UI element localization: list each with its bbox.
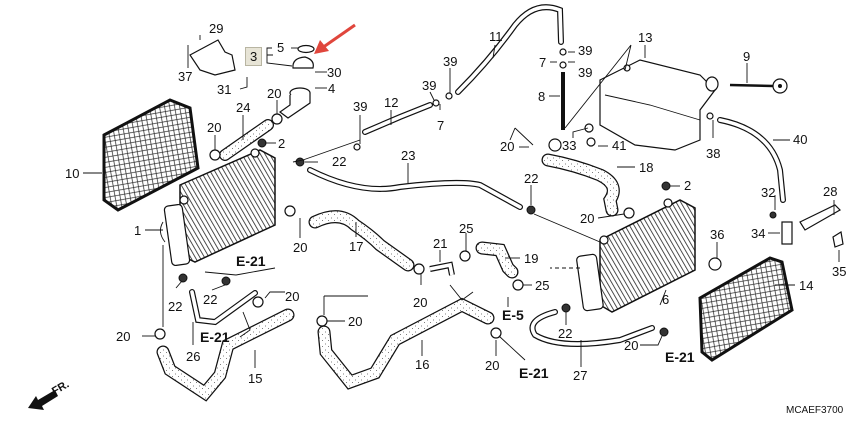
callout-20: 20 bbox=[267, 86, 282, 101]
reserve-tank bbox=[599, 59, 719, 151]
highlighted-part-3[interactable]: 3 bbox=[245, 47, 263, 66]
callout-28: 28 bbox=[823, 184, 838, 199]
callout-31: 31 bbox=[217, 82, 232, 97]
highlight-arrow bbox=[314, 23, 356, 54]
bracket-28 bbox=[799, 204, 841, 231]
callout-22: 22 bbox=[168, 299, 183, 314]
callout-7: 7 bbox=[539, 55, 547, 70]
filler-neck bbox=[278, 87, 311, 119]
callout-20: 20 bbox=[580, 211, 595, 226]
clip-35 bbox=[832, 231, 844, 248]
callout-22: 22 bbox=[524, 171, 539, 186]
callout-16: 16 bbox=[415, 357, 430, 372]
callout-8: 8 bbox=[538, 89, 546, 104]
callout-39: 39 bbox=[353, 99, 368, 114]
callout-20: 20 bbox=[485, 358, 500, 373]
callout-6: 6 bbox=[662, 292, 670, 307]
callout-39: 39 bbox=[443, 54, 458, 69]
callout-32: 32 bbox=[761, 185, 776, 200]
callout-39: 39 bbox=[578, 43, 593, 58]
hoses bbox=[156, 4, 786, 402]
callout-20: 20 bbox=[500, 139, 515, 154]
callout-20: 20 bbox=[285, 289, 300, 304]
clamps bbox=[154, 48, 777, 340]
front-direction-arrow bbox=[28, 390, 58, 410]
leader-lines bbox=[83, 35, 840, 368]
tank-cap-with-dipstick bbox=[729, 78, 788, 94]
callout-20: 20 bbox=[413, 295, 428, 310]
reference-e5[interactable]: E-5 bbox=[502, 307, 524, 323]
callout-40: 40 bbox=[793, 132, 808, 147]
diagram-code: MCAEF3700 bbox=[786, 405, 844, 416]
callout-22: 20 bbox=[624, 338, 639, 353]
callout-39: 39 bbox=[422, 78, 437, 93]
callout-20: 20 bbox=[116, 329, 131, 344]
callout-10: 10 bbox=[65, 166, 80, 181]
callout-15: 15 bbox=[248, 371, 263, 386]
callout-26: 26 bbox=[186, 349, 201, 364]
callout-11: 11 bbox=[489, 29, 503, 44]
rubber-34 bbox=[781, 221, 793, 245]
callout-14: 14 bbox=[799, 278, 814, 293]
callout-1: 1 bbox=[134, 223, 142, 238]
left-radiator-grille bbox=[102, 98, 200, 212]
reference-e21[interactable]: E-21 bbox=[665, 349, 695, 365]
radiator-cap bbox=[292, 56, 314, 69]
callout-4: 4 bbox=[328, 81, 336, 96]
reference-e21[interactable]: E-21 bbox=[236, 253, 266, 269]
callout-20: 20 bbox=[207, 120, 222, 135]
callout-36: 36 bbox=[710, 227, 725, 242]
callout-5: 5 bbox=[277, 40, 285, 55]
callout-39: 39 bbox=[578, 65, 593, 80]
callout-25: 25 bbox=[535, 278, 550, 293]
callout-38: 38 bbox=[706, 146, 721, 161]
callout-25: 25 bbox=[459, 221, 474, 236]
right-radiator-grille bbox=[698, 256, 794, 362]
o-ring-5 bbox=[297, 44, 315, 54]
callout-22: 22 bbox=[203, 292, 218, 307]
callout-27: 27 bbox=[573, 368, 588, 383]
callout-33: 33 bbox=[562, 138, 577, 153]
callout-13: 13 bbox=[638, 30, 653, 45]
reference-e21[interactable]: E-21 bbox=[200, 329, 230, 345]
callout-22: 22 bbox=[558, 326, 573, 341]
callout-20: 20 bbox=[348, 314, 363, 329]
callout-20: 20 bbox=[293, 240, 308, 255]
callout-22: 22 bbox=[332, 154, 347, 169]
callout-17: 17 bbox=[349, 239, 364, 254]
callout-19: 19 bbox=[524, 251, 539, 266]
callout-2: 2 bbox=[684, 178, 692, 193]
reference-e21[interactable]: E-21 bbox=[519, 365, 549, 381]
bracket-29 bbox=[189, 39, 236, 76]
callout-18: 18 bbox=[639, 160, 654, 175]
callout-30: 30 bbox=[327, 65, 342, 80]
callout-23: 23 bbox=[401, 148, 416, 163]
callout-21: 21 bbox=[433, 236, 448, 251]
callout-2: 2 bbox=[278, 136, 286, 151]
callout-35: 35 bbox=[832, 264, 847, 279]
callout-9: 9 bbox=[743, 49, 751, 64]
left-radiator bbox=[160, 148, 276, 267]
callout-7: 7 bbox=[437, 118, 445, 133]
callout-12: 12 bbox=[384, 95, 399, 110]
callout-34: 34 bbox=[751, 226, 766, 241]
callout-24: 24 bbox=[236, 100, 251, 115]
callout-29: 29 bbox=[209, 21, 224, 36]
right-radiator bbox=[576, 198, 696, 313]
callout-37: 37 bbox=[178, 69, 193, 84]
callout-41: 41 bbox=[612, 138, 627, 153]
